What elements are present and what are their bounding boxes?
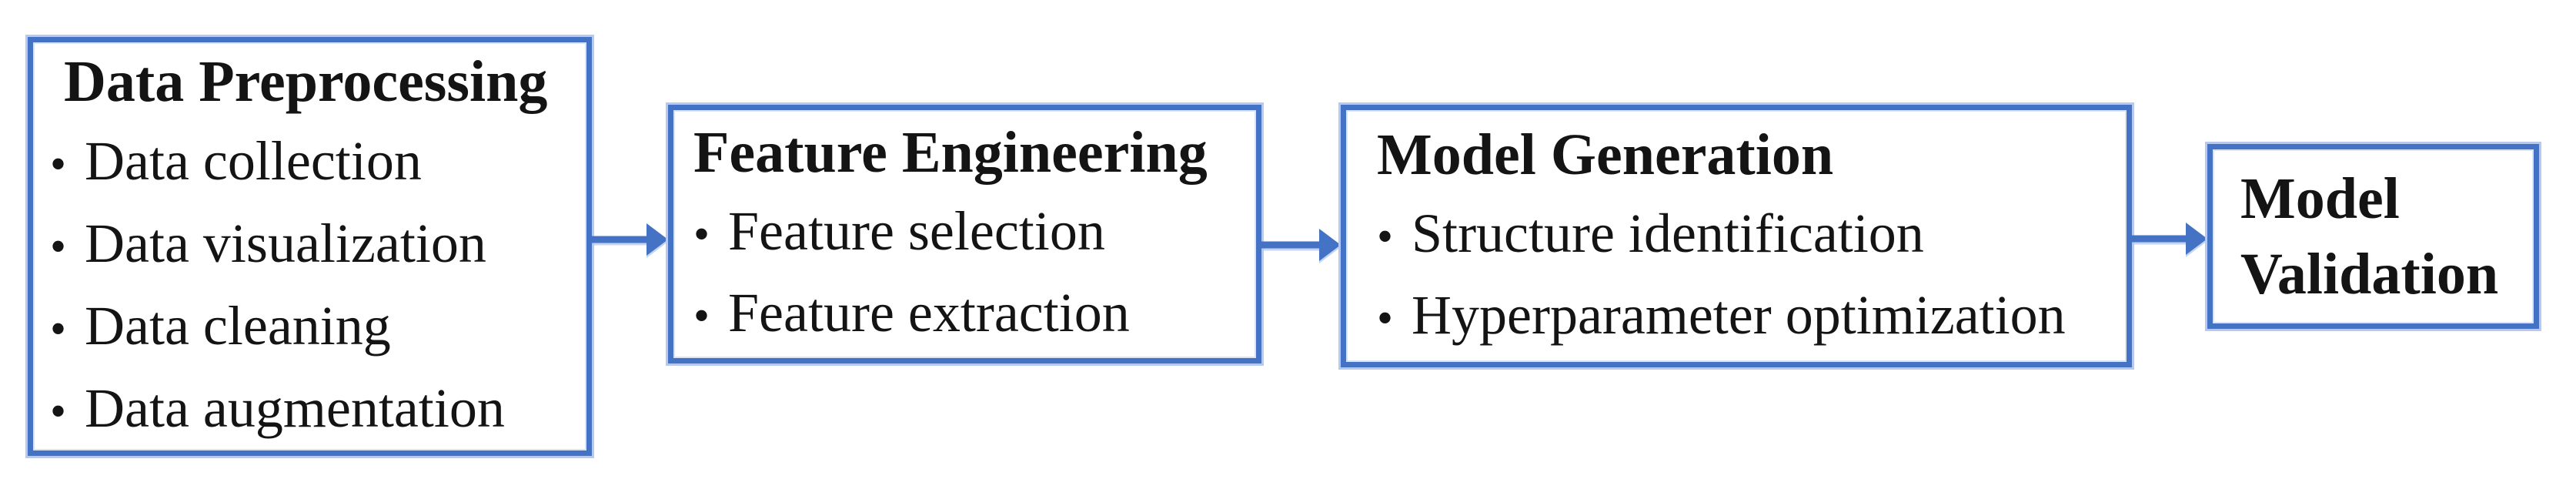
bullet-label: Structure identification: [1412, 202, 1924, 264]
bullet-dot-icon: •: [50, 385, 67, 437]
bullet-label: Data cleaning: [85, 294, 391, 357]
stage-box-model-validation: Model Validation: [2205, 142, 2541, 331]
stage-bullet-list: • Structure identification • Hyperparame…: [1377, 194, 2120, 357]
arrow-shaft: [2132, 235, 2189, 243]
bullet-label: Hyperparameter optimization: [1412, 283, 2066, 346]
bullet-label: Data visualization: [85, 212, 486, 274]
bullet-dot-icon: •: [1377, 210, 1394, 262]
bullet-dot-icon: •: [50, 303, 67, 354]
stage-title: Data Preprocessing: [64, 49, 548, 114]
bullet-item: • Feature selection: [693, 192, 1250, 273]
arrow-shaft: [1261, 241, 1322, 249]
bullet-item: • Feature extraction: [693, 273, 1250, 355]
stage-title: Feature Engineering: [693, 120, 1208, 185]
arrow-shaft: [592, 236, 650, 243]
stage-title: Model Validation: [2240, 166, 2499, 306]
bullet-dot-icon: •: [693, 290, 710, 341]
flow-arrow-model-generation-to-validation: [2132, 222, 2207, 256]
flow-arrow-feature-to-model-generation: [1261, 228, 1341, 262]
bullet-dot-icon: •: [693, 209, 710, 260]
stage-box-feature-engineering: Feature Engineering • Feature selection …: [666, 102, 1264, 366]
stage-bullet-list: • Data collection • Data visualization •…: [50, 122, 580, 451]
bullet-item: • Data collection: [50, 122, 580, 204]
stage-box-model-generation: Model Generation • Structure identificat…: [1338, 102, 2134, 370]
stage-bullet-list: • Feature selection • Feature extraction: [693, 192, 1250, 355]
bullet-item: • Data augmentation: [50, 369, 580, 451]
arrow-head-icon: [1319, 229, 1341, 261]
bullet-item: • Structure identification: [1377, 194, 2120, 276]
bullet-item: • Data visualization: [50, 204, 580, 286]
bullet-label: Feature extraction: [728, 282, 1130, 343]
arrow-head-icon: [2186, 223, 2207, 255]
stage-box-data-preprocessing: Data Preprocessing • Data collection • D…: [25, 35, 594, 458]
bullet-label: Data augmentation: [85, 377, 505, 439]
bullet-item: • Hyperparameter optimization: [1377, 276, 2120, 357]
bullet-label: Data collection: [85, 129, 422, 192]
bullet-dot-icon: •: [50, 220, 67, 272]
stage-title: Model Generation: [1377, 122, 1834, 187]
bullet-item: • Data cleaning: [50, 286, 580, 369]
bullet-label: Feature selection: [728, 200, 1105, 262]
bullet-dot-icon: •: [50, 138, 67, 189]
arrow-head-icon: [647, 223, 668, 256]
bullet-dot-icon: •: [1377, 292, 1394, 343]
flow-arrow-preprocessing-to-feature: [592, 223, 668, 256]
